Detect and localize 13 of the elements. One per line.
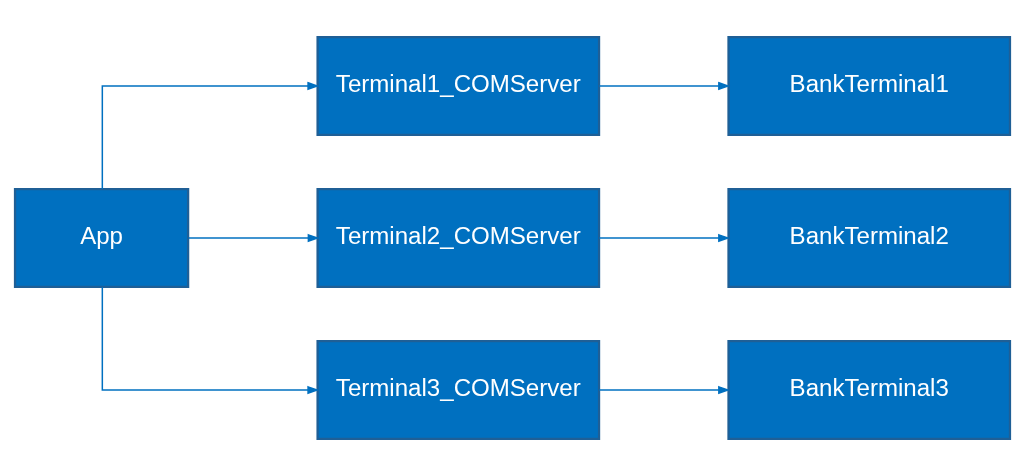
node-box: Terminal1_COMServer xyxy=(315,35,600,136)
node-box: App xyxy=(13,187,189,288)
arrow xyxy=(597,233,730,242)
arrow xyxy=(187,233,320,242)
arrow xyxy=(101,81,319,190)
arrow xyxy=(597,385,730,394)
arrow xyxy=(597,81,730,90)
node-box: Terminal3_COMServer xyxy=(315,339,600,440)
node-box: BankTerminal2 xyxy=(726,187,1011,288)
node-box: BankTerminal1 xyxy=(726,35,1011,136)
node-box: BankTerminal3 xyxy=(726,339,1011,440)
node-box: Terminal2_COMServer xyxy=(315,187,600,288)
arrow xyxy=(101,285,319,394)
